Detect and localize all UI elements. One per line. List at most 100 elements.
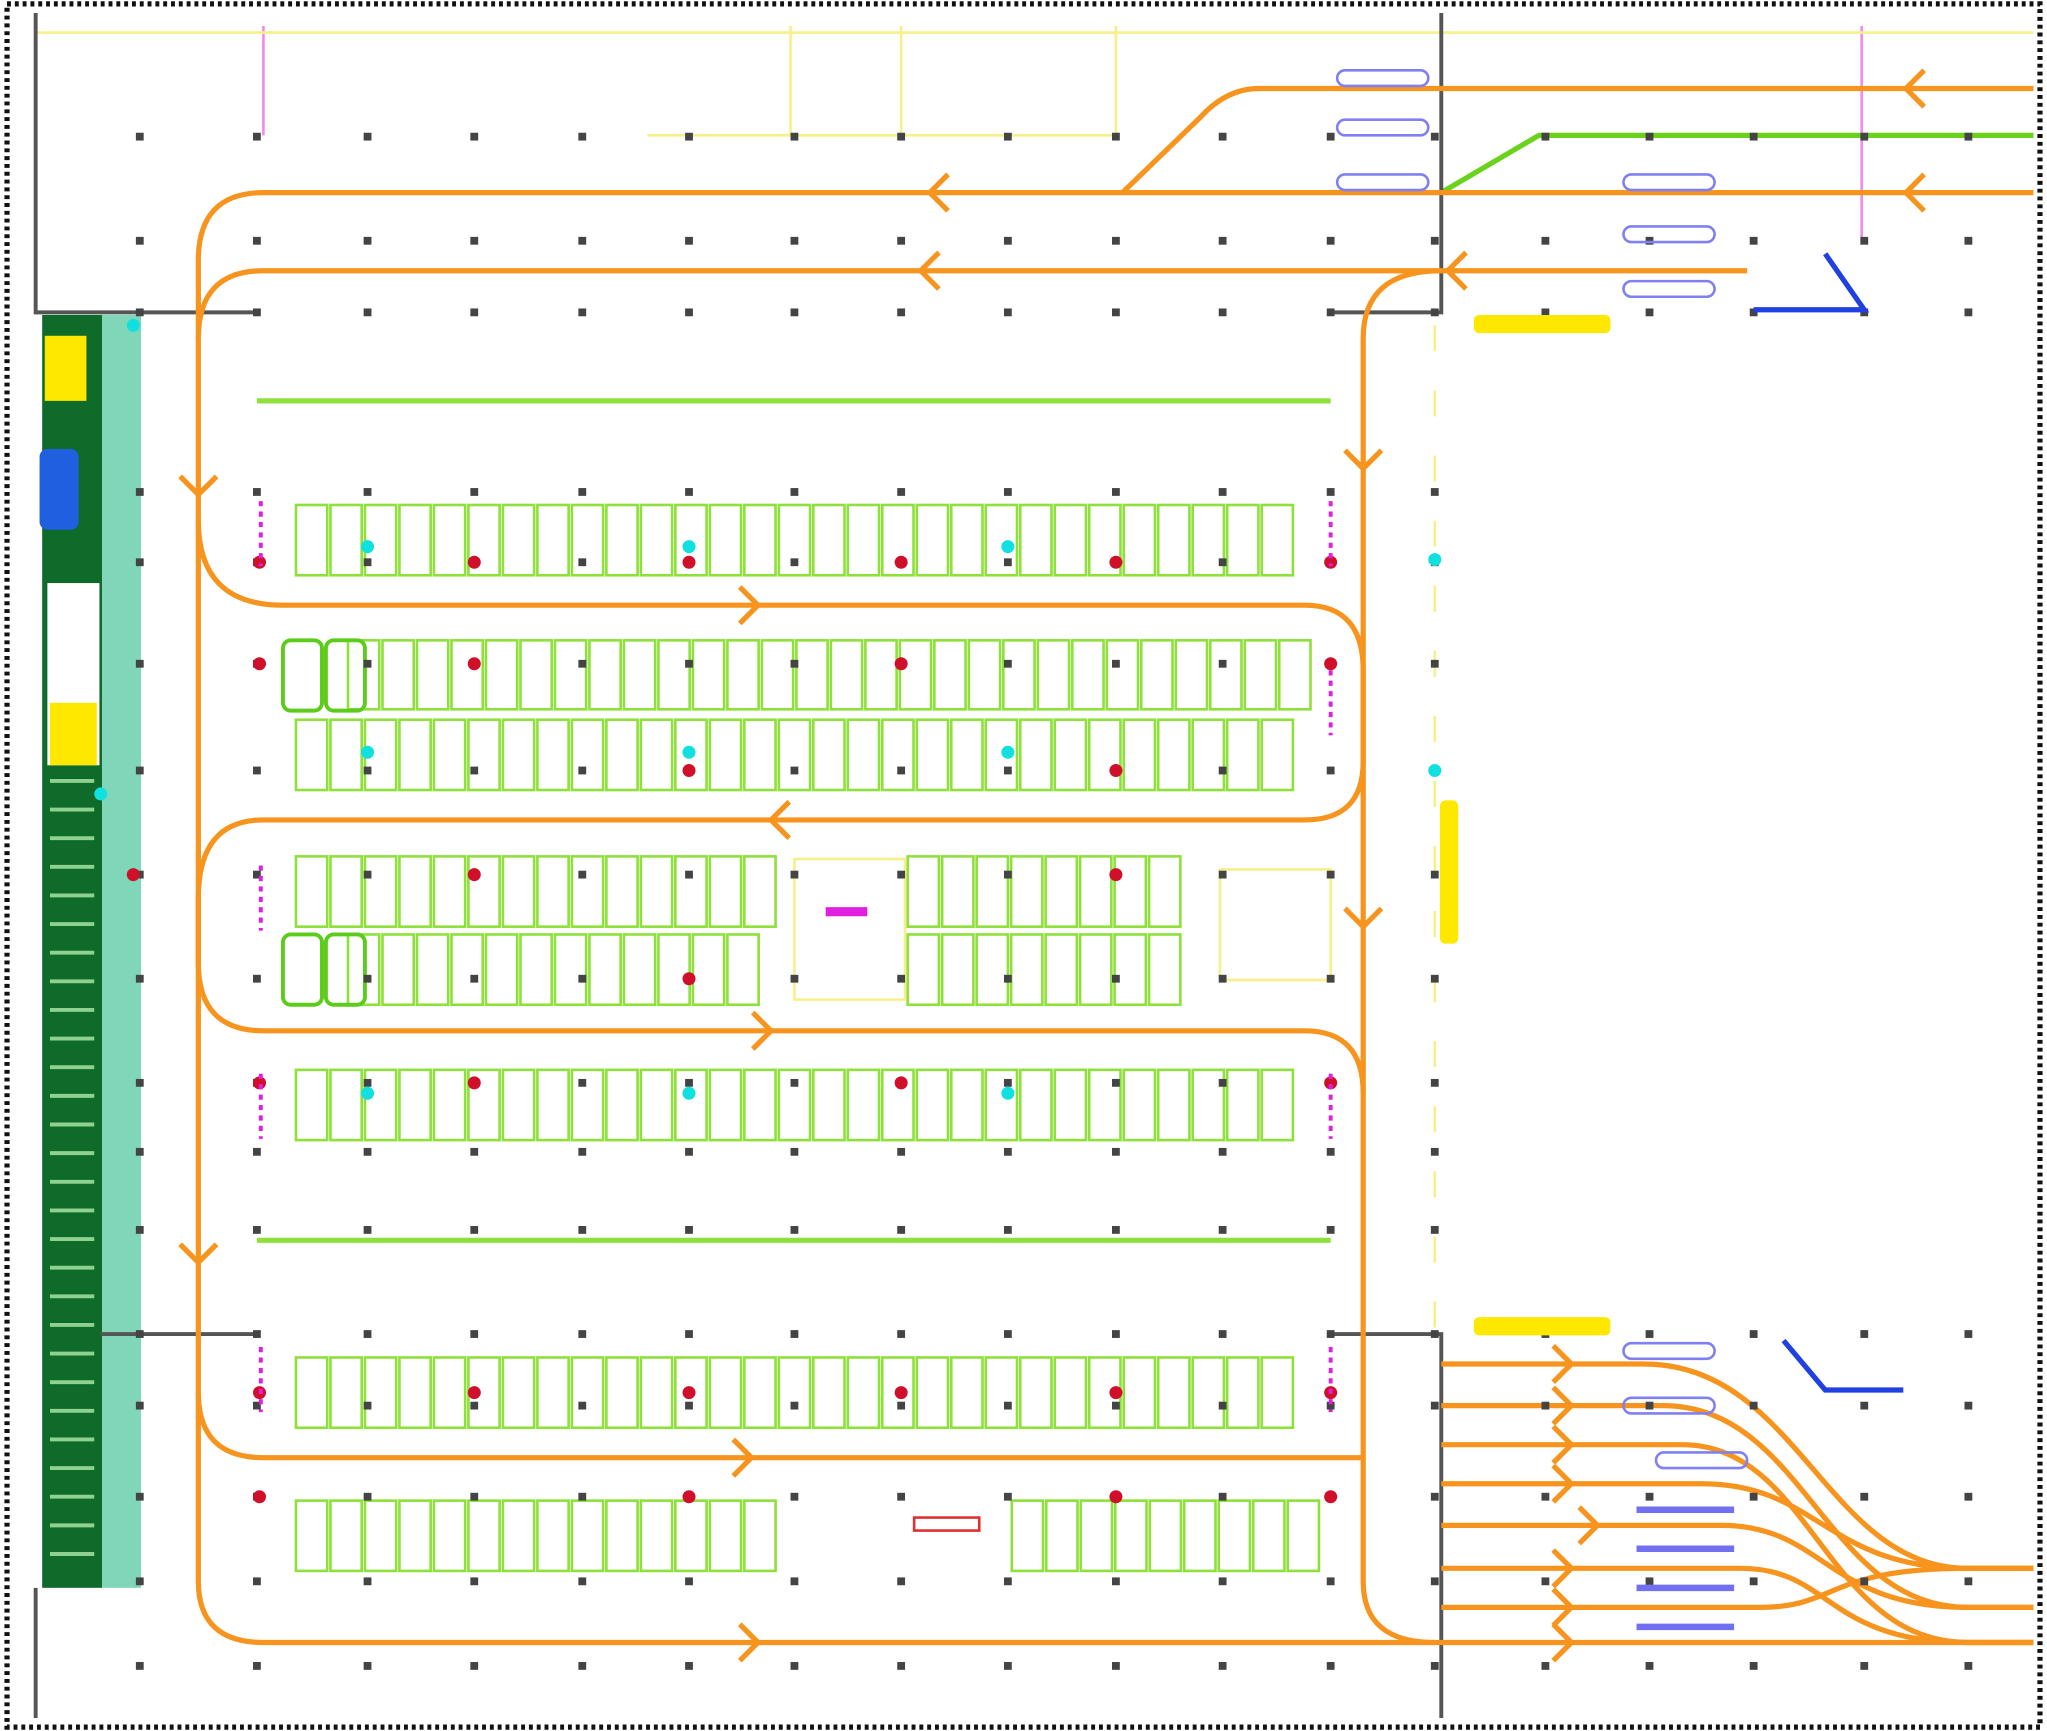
pillar bbox=[1326, 236, 1335, 245]
direction-arrow-icon bbox=[1551, 1343, 1576, 1385]
pillar bbox=[363, 1330, 372, 1338]
parking-stall bbox=[1225, 1356, 1260, 1430]
parking-stall bbox=[726, 933, 760, 1007]
pillar bbox=[135, 1492, 144, 1501]
wall-line bbox=[1330, 1332, 1444, 1718]
parking-stall bbox=[501, 503, 536, 577]
parking-stall bbox=[1044, 933, 1079, 1007]
pillar bbox=[1003, 1577, 1012, 1586]
direction-arrow-icon bbox=[1902, 172, 1926, 213]
pillar bbox=[685, 870, 693, 879]
parking-stall bbox=[294, 718, 329, 792]
equipment-room bbox=[1218, 868, 1332, 982]
pillar bbox=[1541, 132, 1550, 141]
pillar bbox=[685, 236, 693, 245]
parking-stall bbox=[743, 1068, 777, 1142]
cyan-marker bbox=[1001, 745, 1015, 759]
pillar bbox=[363, 974, 372, 983]
pillar bbox=[135, 1147, 144, 1156]
pillar bbox=[1326, 870, 1335, 879]
pillar bbox=[470, 974, 479, 983]
cyan-marker bbox=[361, 540, 375, 554]
pillar bbox=[1112, 1147, 1120, 1156]
pillar bbox=[1326, 308, 1335, 317]
red-equipment bbox=[912, 1516, 981, 1532]
pillar bbox=[578, 1662, 587, 1670]
parking-stall bbox=[743, 718, 777, 792]
pillar bbox=[897, 1662, 906, 1670]
pillar bbox=[1430, 1577, 1439, 1586]
parking-stall bbox=[1174, 639, 1209, 711]
parking-stall bbox=[605, 1068, 639, 1142]
parking-stall bbox=[760, 639, 795, 711]
pillar bbox=[685, 1147, 693, 1156]
pillar bbox=[790, 1147, 799, 1156]
pillar bbox=[470, 1662, 479, 1670]
direction-arrow-icon bbox=[1551, 1622, 1576, 1663]
pillar bbox=[578, 870, 587, 879]
parking-stall bbox=[639, 1068, 674, 1142]
red-marker bbox=[1109, 555, 1123, 569]
pillar bbox=[1218, 1577, 1227, 1586]
red-marker bbox=[894, 555, 908, 569]
parking-stall bbox=[777, 718, 812, 792]
parking-stall bbox=[622, 639, 657, 711]
pillar bbox=[1964, 1662, 1973, 1670]
direction-arrow-icon bbox=[926, 172, 950, 213]
pillar bbox=[1218, 132, 1227, 141]
pillar bbox=[1218, 766, 1227, 775]
pillar bbox=[470, 1226, 479, 1234]
parking-stall bbox=[1053, 1068, 1088, 1142]
pillar bbox=[685, 1401, 693, 1410]
parking-stall bbox=[812, 1068, 846, 1142]
parking-stall bbox=[398, 718, 432, 792]
parking-stall bbox=[639, 718, 674, 792]
parking-stall bbox=[1018, 503, 1053, 577]
parking-stall bbox=[501, 855, 536, 928]
pillar bbox=[135, 1662, 144, 1670]
pillar bbox=[1112, 659, 1120, 668]
pillar bbox=[363, 558, 372, 567]
cyan-marker bbox=[682, 1086, 696, 1100]
parking-stall bbox=[1036, 639, 1071, 711]
pillar bbox=[1541, 1577, 1550, 1586]
parking-stall bbox=[795, 639, 829, 711]
pillar bbox=[1645, 308, 1654, 317]
red-marker bbox=[1324, 1490, 1338, 1504]
barrier-gate bbox=[1654, 1451, 1749, 1470]
parking-stall bbox=[501, 1356, 536, 1430]
parking-stall bbox=[984, 503, 1019, 577]
pillar bbox=[1003, 488, 1012, 496]
parking-stall bbox=[1009, 855, 1044, 928]
pillar bbox=[578, 132, 587, 141]
parking-stall bbox=[588, 639, 622, 711]
pillar bbox=[1112, 974, 1120, 983]
pillar bbox=[790, 766, 799, 775]
pillar bbox=[578, 1577, 587, 1586]
parking-stall bbox=[363, 1356, 398, 1430]
pillar bbox=[363, 766, 372, 775]
parking-stall bbox=[691, 639, 726, 711]
pillar bbox=[363, 659, 372, 668]
parking-stall bbox=[674, 1356, 708, 1430]
pillar bbox=[363, 1401, 372, 1410]
direction-arrow-icon bbox=[767, 799, 792, 841]
pillar bbox=[1112, 132, 1120, 141]
pillar bbox=[578, 1330, 587, 1338]
pillar bbox=[578, 1492, 587, 1501]
parking-stall bbox=[726, 639, 760, 711]
red-marker bbox=[253, 657, 267, 671]
pillar bbox=[1430, 236, 1439, 245]
parking-stall bbox=[501, 1499, 536, 1573]
parking-stall bbox=[381, 933, 416, 1007]
parking-stall bbox=[570, 718, 605, 792]
pillar bbox=[685, 1226, 693, 1234]
service-strip-light bbox=[102, 314, 142, 1588]
parking-stall bbox=[880, 1068, 915, 1142]
pillar bbox=[897, 1330, 906, 1338]
direction-arrow-icon bbox=[178, 474, 219, 499]
parking-stall bbox=[1087, 1068, 1122, 1142]
yellow-guide bbox=[789, 26, 903, 137]
green-ramp-line bbox=[1439, 132, 2034, 195]
parking-stall bbox=[536, 503, 570, 577]
